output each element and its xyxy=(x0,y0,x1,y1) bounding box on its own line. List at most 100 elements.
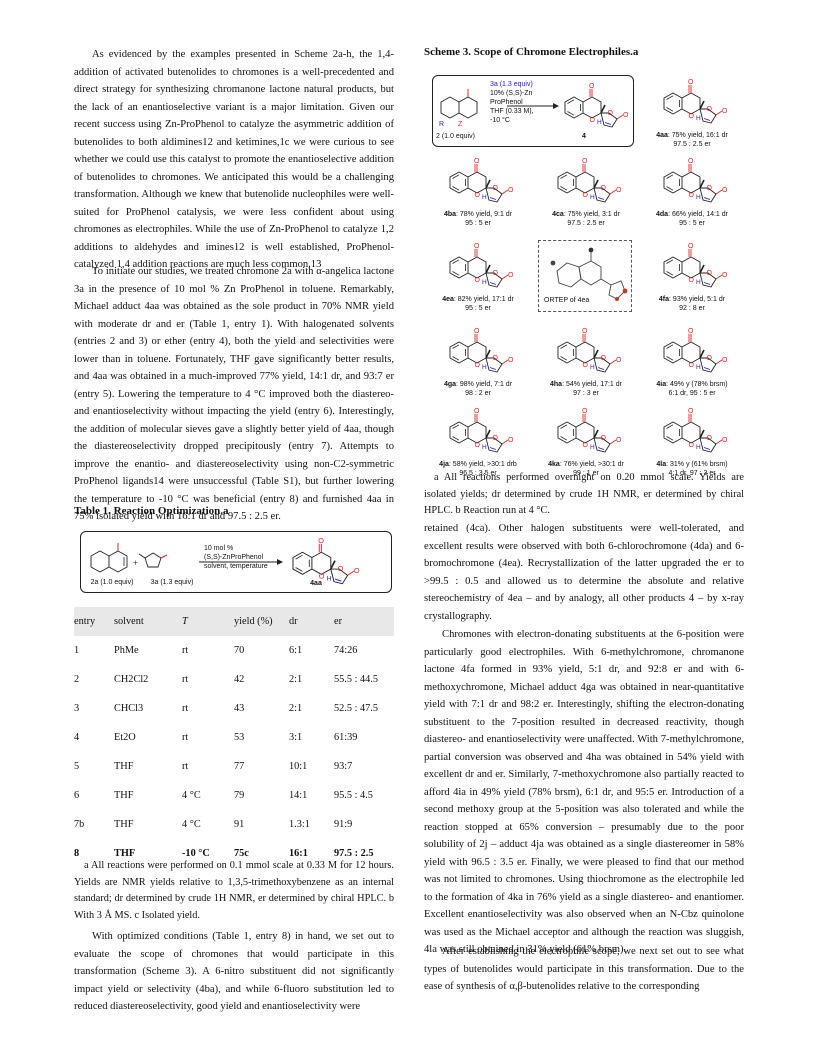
product-structure xyxy=(663,157,729,203)
table-cell: 42 xyxy=(234,674,245,685)
ortep-panel xyxy=(538,240,632,312)
table-cell: 43 xyxy=(234,703,245,714)
product-yield-text: 31% y (61% brsm) xyxy=(670,461,728,468)
product-id: 4ka xyxy=(548,461,560,468)
table-cell: 70 xyxy=(234,645,245,656)
condition-line-4: THF (0.33 M), xyxy=(490,108,534,115)
product-yield-text: 78% yield, 9:1 dr xyxy=(459,211,513,218)
table-cell: 10:1 xyxy=(289,761,308,772)
table-cell: 91 xyxy=(234,819,245,830)
product-yield-text: 66% yield, 14:1 dr xyxy=(671,211,728,218)
table-cell: CH2Cl2 xyxy=(114,674,149,685)
table-cell: THF xyxy=(114,848,136,859)
product-id: 4ga xyxy=(443,381,456,388)
product-id: 4ba xyxy=(443,211,456,218)
product-yield: 4da: 66% yield, 14:1 dr xyxy=(656,211,728,218)
product-yield: 4fa: 93% yield, 5:1 dr xyxy=(658,296,726,303)
table-cell: Et2O xyxy=(114,732,136,743)
table-footnote: a All reactions were performed on 0.1 mm… xyxy=(74,860,394,921)
product-yield-text: 76% yield, >30:1 dr xyxy=(563,461,624,468)
ortep-structure xyxy=(550,247,628,301)
product-caption: 4ba: 78% yield, 9:1 dr 95 : 5 er xyxy=(426,210,530,228)
general-reaction-frame: R Z xyxy=(432,75,634,147)
header-solvent: solvent xyxy=(114,616,144,627)
table-cell: THF xyxy=(114,790,134,801)
table-cell: 4 °C xyxy=(182,790,201,801)
table-cell: 1 xyxy=(74,645,80,656)
table-cell: rt xyxy=(182,645,189,656)
label-3a: 3a (1.3 equiv) xyxy=(150,579,194,586)
product-yield: 4la: 31% y (61% brsm) xyxy=(656,461,728,468)
product-yield: 4ba: 78% yield, 9:1 dr xyxy=(443,211,513,218)
product-yield-text: 93% yield, 5:1 dr xyxy=(672,296,726,303)
table-cell: 14:1 xyxy=(289,790,308,801)
product-id: 4aa xyxy=(656,132,668,139)
table-cell: CHCl3 xyxy=(114,703,144,714)
product-id: 4fa xyxy=(658,296,670,303)
table-cell: 2:1 xyxy=(289,674,303,685)
table-cell: 8 xyxy=(74,848,80,859)
product-structure xyxy=(663,407,729,453)
table-cell: rt xyxy=(182,703,189,714)
product-caption: 4la: 31% y (61% brsm) 4:1 dr, 97 : 3 er xyxy=(640,460,744,478)
product-structure xyxy=(557,407,623,453)
table-cell: 61:39 xyxy=(334,732,358,743)
product-yield: 4ea: 82% yield, 17:1 dr xyxy=(442,296,514,303)
product-entry: 4ia: 49% y (78% brsm)6:1 dr, 95 : 5 er xyxy=(640,325,744,398)
product-yield-text: 54% yield, 17:1 dr xyxy=(565,381,622,388)
table1-scheme-frame: + xyxy=(80,531,392,593)
scheme-footnote: a All reactions performed overnight on 0… xyxy=(424,472,744,516)
product-yield-text: 75% yield, 3:1 dr xyxy=(567,211,620,218)
svg-text:R: R xyxy=(439,121,444,128)
product-er: 6:1 dr, 95 : 5 er xyxy=(668,390,716,397)
table-cell: THF xyxy=(114,761,134,772)
product-id: 4ea xyxy=(442,296,454,303)
table1-scheme-drawing: + xyxy=(90,534,361,585)
table-cell: 3:1 xyxy=(289,732,303,743)
product-er: 4:1 dr, 97 : 3 er xyxy=(668,470,716,477)
condition-line-2: 10% (S,S)-Zn xyxy=(490,90,533,97)
table-cell: 55.5 : 44.5 xyxy=(334,674,379,685)
svg-text:Z: Z xyxy=(458,121,463,128)
product-er: 92 : 8 er xyxy=(679,305,705,312)
table-cell: 6:1 xyxy=(289,645,303,656)
header-entry: entry xyxy=(74,616,96,627)
reagent-line-1: 10 mol % xyxy=(204,545,234,552)
label-4-general: 4 xyxy=(582,133,586,140)
table1-reagents: 10 mol % (S,S)-ZnProPhenol solvent, temp… xyxy=(204,544,280,571)
intro-paragraph: As evidenced by the examples presented i… xyxy=(74,49,394,270)
product-er: 97 : 3 er xyxy=(573,390,599,397)
table-cell: 79 xyxy=(234,790,245,801)
table-cell: 1.3:1 xyxy=(289,819,310,830)
product-er: 95 : 5 er xyxy=(465,220,491,227)
product-yield: 4aa: 75% yield, 16:1 dr xyxy=(656,132,728,139)
table-cell: rt xyxy=(182,732,189,743)
product-yield: 4ka: 76% yield, >30:1 dr xyxy=(548,461,624,468)
product-structure xyxy=(557,327,623,373)
product-structure xyxy=(663,242,729,288)
general-reaction-drawing: R Z xyxy=(439,82,630,128)
table-cell: PhMe xyxy=(114,645,139,656)
product-structure xyxy=(663,78,729,124)
table-cell: 2 xyxy=(74,674,80,685)
scope-intro-paragraph: With optimized conditions (Table 1, entr… xyxy=(74,931,394,1012)
table-cell: rt xyxy=(182,761,189,772)
header-er: er xyxy=(334,616,342,627)
